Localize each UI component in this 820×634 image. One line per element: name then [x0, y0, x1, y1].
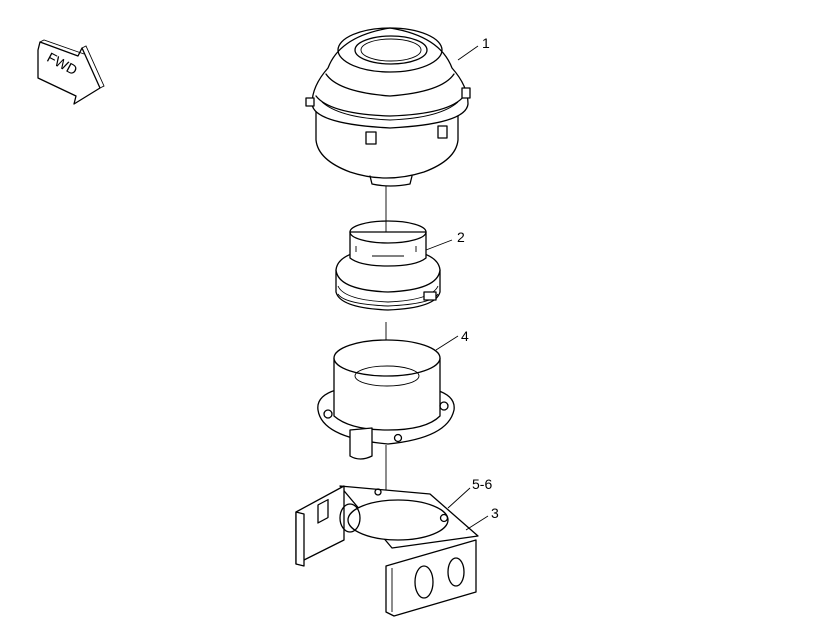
callout-2: 2	[457, 229, 465, 245]
part-2-adapter-ring	[335, 220, 441, 311]
fwd-arrow-icon: FWD	[37, 39, 105, 105]
callout-leaders	[425, 45, 489, 531]
callout-3: 3	[491, 505, 499, 521]
callout-5-6: 5-6	[472, 476, 492, 492]
part-1-top-housing	[305, 27, 471, 187]
part-3-bracket	[295, 485, 479, 617]
callout-1: 1	[482, 35, 490, 51]
callout-4: 4	[461, 328, 469, 344]
part-4-mounting-cup	[317, 339, 455, 460]
